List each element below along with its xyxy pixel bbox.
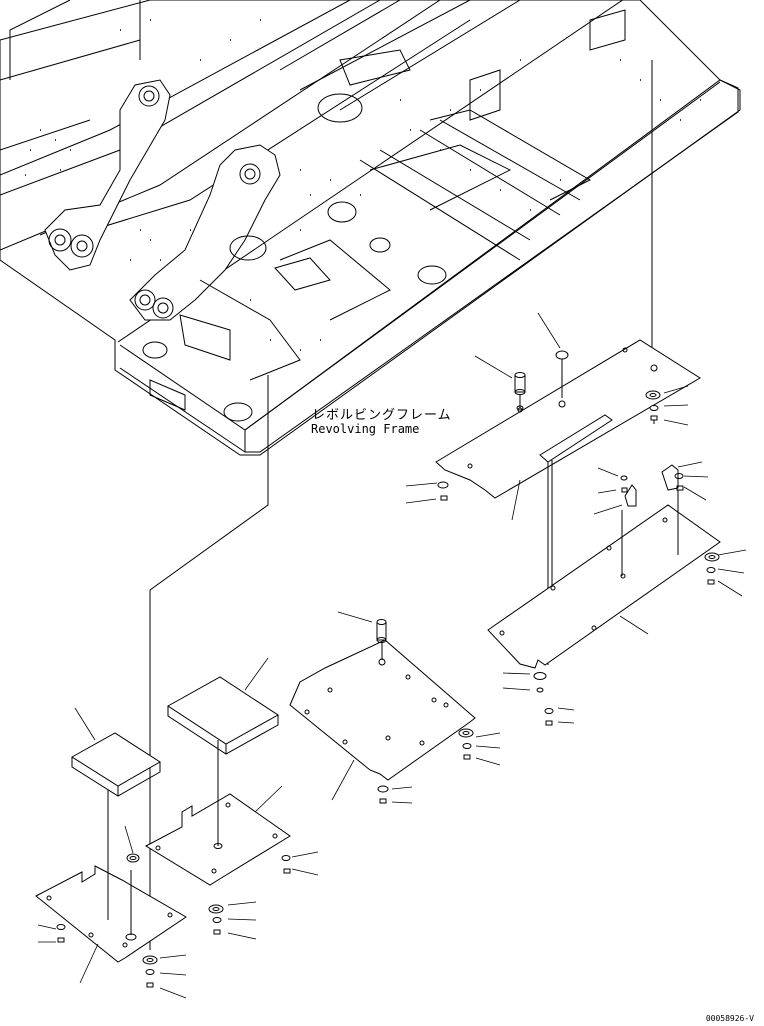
cover-plate-left-lower xyxy=(36,790,186,962)
revolving-frame xyxy=(0,0,740,455)
fastener-stack-left xyxy=(57,856,290,988)
reference-leader-lines xyxy=(150,60,652,950)
cover-plate-center xyxy=(290,620,475,781)
frame-hole-dots xyxy=(25,20,701,350)
clip-brackets xyxy=(534,465,719,725)
callout-leaders xyxy=(38,313,746,998)
insulation-pad-upper xyxy=(168,677,278,754)
revolving-frame-label-english: Revolving Frame xyxy=(311,422,420,436)
cover-plate-upper-right xyxy=(436,340,700,665)
cover-plate-left-middle xyxy=(146,740,290,885)
fastener-stack-right-upper xyxy=(438,391,660,500)
drawing-id: 00058926-V xyxy=(705,1014,754,1023)
revolving-frame-label-japanese: レボルビングフレーム xyxy=(312,408,452,423)
insulation-pad-lower xyxy=(72,733,160,796)
fastener-stack-center xyxy=(378,729,473,803)
cover-plate-lower-right xyxy=(488,490,720,668)
